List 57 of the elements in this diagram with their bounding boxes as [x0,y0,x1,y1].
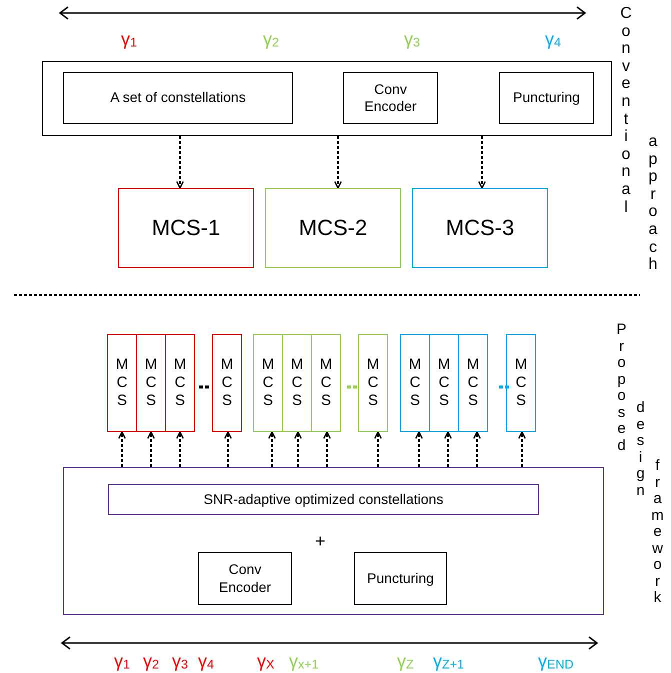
arrow [118,431,126,467]
process-box: A set of constellations [63,72,293,124]
snr-threshold-label: γ$_{4}$ [545,30,562,49]
arrow [147,431,155,467]
mcs-box: MCS [506,334,536,432]
vertical-text: Proposed [615,322,628,454]
snr-threshold-label: γ$_{Z+1}$ [433,652,464,671]
snr-threshold-label: γ$_{1}$ [121,30,138,49]
arrow [323,431,331,467]
mcs-box: MCS [212,334,242,432]
process-box: Conv Encoder [198,552,292,605]
snr-threshold-label: γ$_{3}$ [172,652,188,671]
group-frame [42,61,612,136]
vertical-text: approach [648,133,658,274]
arrow [294,431,302,467]
mcs-box: MCS-3 [412,188,548,268]
mcs-box: MCS [282,334,312,432]
arrow [224,431,232,467]
snr-threshold-label: γ$_{x+1}$ [289,652,319,671]
snr-threshold-label: γ$_{3}$ [404,30,420,49]
arrow [334,136,342,189]
mcs-box: MCS [358,334,388,432]
snr-threshold-label: γ$_{Z}$ [397,652,414,671]
mcs-box: MCS [429,334,459,432]
arrow [478,136,486,189]
snr-threshold-label: γ$_{END}$ [538,652,574,671]
arrow [176,431,184,467]
mcs-box: MCS-2 [265,188,401,268]
process-box: Puncturing [499,72,594,124]
plus-sign: + [315,532,326,550]
mcs-box: MCS [311,334,341,432]
snr-threshold-label: γ$_{4}$ [198,652,214,671]
group-frame [63,467,604,615]
vertical-text: framework [650,458,665,606]
snr-threshold-label: γ$_{X}$ [257,652,274,671]
mcs-box: MCS [136,334,166,432]
snr-threshold-label: γ$_{1}$ [114,652,130,671]
snr-threshold-label: γ$_{2}$ [263,30,280,49]
mcs-box: MCS [253,334,283,432]
vertical-text: Conventional [619,5,633,216]
mcs-box: MCS [165,334,195,432]
snr-threshold-label: γ$_{2}$ [143,652,160,671]
arrow [415,431,423,467]
mcs-box: MCS [458,334,488,432]
process-box: Puncturing [354,552,447,605]
arrow [473,431,481,467]
process-box: Conv Encoder [343,72,438,124]
arrow [268,431,276,467]
mcs-box: MCS [400,334,430,432]
arrow [176,136,184,189]
arrow [518,431,526,467]
vertical-text: design [635,400,646,499]
arrow [374,431,382,467]
arrow [444,431,452,467]
mcs-box: MCS [107,334,137,432]
mcs-box: MCS-1 [118,188,254,268]
process-box: SNR-adaptive optimized constellations [108,484,539,515]
